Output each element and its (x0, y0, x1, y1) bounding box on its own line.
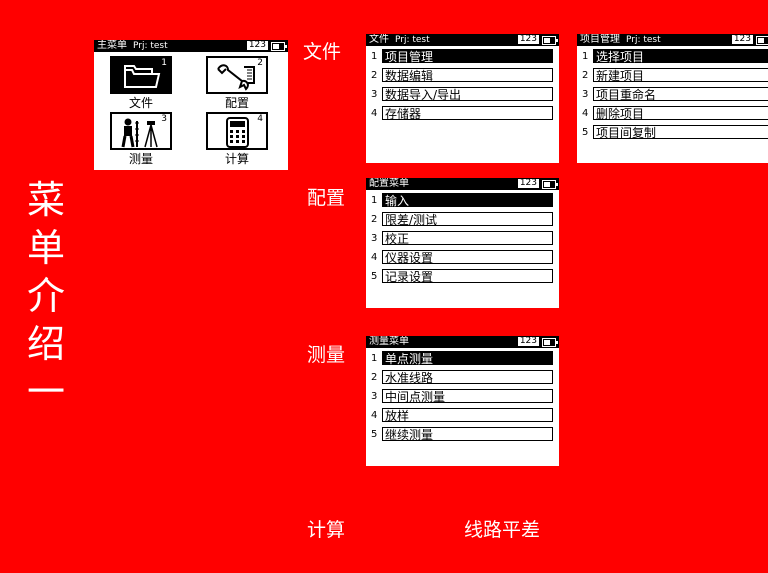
item-number: 2 (257, 58, 263, 68)
measure-tile[interactable]: 3 (110, 112, 172, 150)
label-calc: 计算 (307, 519, 346, 541)
main-menu-caption: 配置 (224, 96, 249, 110)
calculator-icon (226, 117, 249, 148)
main-menu-screen: 主菜单 Prj: test 123 1 文件 2 配置 3 (94, 40, 288, 170)
project-menu-titlebar: 项目管理 Prj: test 123 (577, 34, 768, 46)
vertical-title: 菜 单 介 绍 一 (22, 176, 70, 416)
input-mode-indicator: 123 (246, 40, 268, 50)
project-name: Prj: test (395, 35, 430, 45)
main-menu-item-config[interactable]: 2 (206, 56, 268, 96)
input-mode-indicator: 123 (517, 34, 539, 44)
battery-icon (542, 338, 558, 347)
vertical-title-char: 单 (26, 226, 65, 270)
config-tile[interactable]: 2 (206, 56, 268, 94)
input-mode-indicator: 123 (731, 34, 753, 44)
item-number: 1 (161, 58, 167, 68)
label-config: 配置 (307, 187, 346, 209)
vertical-title-char: 一 (26, 370, 65, 414)
main-menu-caption: 计算 (224, 152, 249, 166)
main-menu-caption: 文件 (128, 96, 153, 110)
folder-icon (124, 65, 161, 88)
config-menu-titlebar: 配置菜单 123 (366, 178, 559, 190)
main-menu-title: 主菜单 (97, 40, 127, 51)
file-tile[interactable]: 1 (110, 56, 172, 94)
item-number: 3 (161, 114, 167, 124)
wrench-icon (217, 64, 255, 91)
main-menu-item-file[interactable]: 1 (110, 56, 172, 96)
battery-icon (542, 36, 558, 45)
main-menu-titlebar: 主菜单 Prj: test 123 (94, 40, 288, 52)
main-menu-item-calc[interactable]: 4 (206, 112, 268, 152)
vertical-title-char: 介 (26, 274, 65, 318)
label-measure: 测量 (307, 344, 346, 366)
vertical-title-char: 菜 (26, 178, 65, 222)
file-menu-titlebar: 文件 Prj: test 123 (366, 34, 559, 46)
file-menu-title: 文件 (369, 34, 389, 45)
label-route-adjustment: 线路平差 (464, 519, 541, 541)
main-menu-item-measure[interactable]: 3 (110, 112, 172, 152)
label-file: 文件 (303, 41, 342, 63)
config-menu-title: 配置菜单 (369, 178, 409, 189)
calc-tile[interactable]: 4 (206, 112, 268, 150)
input-mode-indicator: 123 (517, 178, 539, 188)
input-mode-indicator: 123 (517, 336, 539, 346)
measure-menu-titlebar: 测量菜单 123 (366, 336, 559, 348)
main-menu-caption: 测量 (128, 152, 153, 166)
item-number: 4 (257, 114, 263, 124)
battery-icon (542, 180, 558, 189)
battery-icon (756, 36, 768, 45)
project-name: Prj: test (626, 35, 661, 45)
surveyor-icon (121, 118, 158, 148)
vertical-title-char: 绍 (26, 322, 65, 366)
project-menu-title: 项目管理 (580, 34, 620, 45)
battery-icon (271, 42, 287, 51)
measure-menu-title: 测量菜单 (369, 336, 409, 347)
project-name: Prj: test (133, 41, 168, 51)
